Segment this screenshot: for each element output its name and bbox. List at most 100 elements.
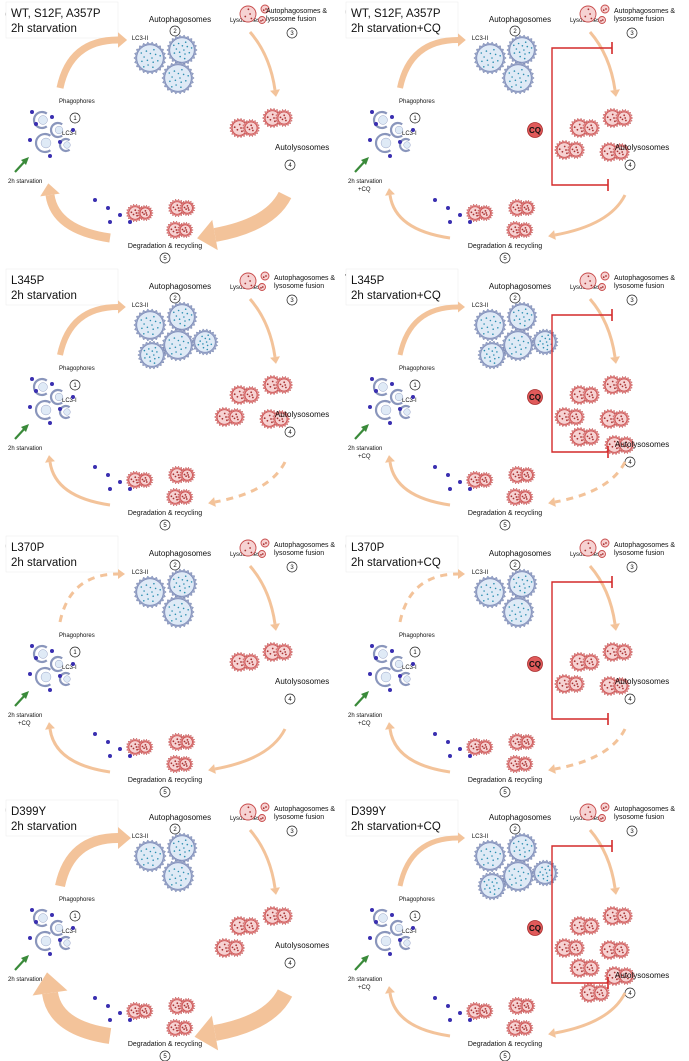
- cargo-dot: [175, 582, 178, 584]
- cargo-dot: [573, 417, 576, 420]
- cargo-dot: [274, 120, 276, 123]
- lysosome-icon: [258, 16, 266, 24]
- cargo-dot: [146, 593, 149, 596]
- cargo-dot: [615, 444, 617, 446]
- cargo-dot: [171, 874, 173, 876]
- cargo-dot: [183, 1004, 186, 1007]
- cargo-dot: [178, 476, 181, 479]
- degradation-label: Degradation & recycling: [128, 510, 202, 517]
- cargo-dot: [509, 80, 511, 83]
- cargo-dot: [181, 762, 184, 765]
- cargo-dot: [485, 1010, 488, 1012]
- starvation-arrowhead: [361, 691, 369, 699]
- cargo-dot: [511, 76, 513, 78]
- arrow-phagophore-to-autophagosome: [57, 304, 119, 356]
- cargo-dot: [250, 658, 253, 661]
- cargo-dot: [271, 380, 274, 383]
- cargo-dot: [190, 314, 193, 316]
- step-number-label: 2: [513, 827, 517, 833]
- step-number-5: 5: [499, 519, 511, 531]
- cargo-dot: [186, 1003, 189, 1005]
- step-number-4: 4: [284, 426, 296, 438]
- lc3-ii-label: LC3-II: [472, 303, 489, 309]
- lysosome-dot: [600, 287, 602, 289]
- cargo-dot: [517, 576, 520, 579]
- cargo-dot: [210, 343, 213, 346]
- cargo-dot: [513, 311, 515, 314]
- autolysosome-icon: [505, 487, 534, 507]
- cargo-dot: [485, 481, 488, 483]
- lysosome-dot: [584, 282, 587, 285]
- step-circle: [626, 294, 638, 306]
- cargo-dot: [487, 598, 489, 600]
- cargo-dot: [621, 151, 624, 153]
- cargo-dot: [179, 322, 181, 325]
- step-number-4: 4: [284, 693, 296, 705]
- condition-frame: [5, 1, 119, 39]
- cargo-dot: [613, 117, 615, 119]
- cargo-dot: [146, 326, 149, 329]
- step-number-label: 4: [628, 991, 632, 997]
- lc3-dot: [411, 662, 415, 666]
- lc3-dot: [30, 644, 34, 648]
- autophagosome-lumen: [480, 874, 504, 898]
- cargo-dot: [521, 228, 524, 231]
- cargo-dot: [190, 581, 193, 583]
- cargo-dot: [184, 53, 186, 55]
- cargo-dot: [527, 1007, 530, 1009]
- cargo-dot: [171, 884, 173, 886]
- phagophore-membrane: [34, 666, 52, 688]
- cargo-dot: [151, 855, 153, 857]
- cargo-dot: [132, 747, 135, 750]
- cargo-dot: [616, 684, 619, 687]
- cargo-dot: [608, 147, 611, 150]
- starvation-label-line-2: +CQ: [18, 721, 31, 727]
- phagophore-membrane: [58, 935, 71, 951]
- cargo-dot: [515, 84, 517, 86]
- lc3-dot: [118, 480, 122, 484]
- lysosome-dot: [605, 8, 607, 10]
- cargo-dot: [516, 1029, 518, 1032]
- cargo-dot: [173, 319, 176, 321]
- cargo-dot: [527, 1005, 530, 1007]
- panel-d: dD399Y2h starvationAutophagosomes2LC3-II…: [5, 799, 335, 1061]
- step-circle: [169, 292, 181, 304]
- cargo-dot: [177, 474, 180, 476]
- cargo-dot: [494, 346, 497, 349]
- cargo-dot: [513, 52, 516, 54]
- lysosome-dot: [249, 547, 252, 549]
- step-number-label: 2: [173, 827, 177, 833]
- lysosome-membrane: [260, 538, 270, 548]
- cargo-dot: [515, 48, 518, 50]
- autolysosomes-label: Autolysosomes: [615, 971, 669, 980]
- phagophore-icon: [374, 930, 392, 952]
- autophagosome-icon: [191, 328, 219, 356]
- step-number-5: 5: [499, 786, 511, 798]
- cargo-dot: [250, 124, 253, 127]
- cargo-dot: [606, 116, 609, 119]
- cargo-dot: [151, 57, 153, 59]
- cargo-dot: [201, 335, 203, 338]
- cargo-dot: [625, 441, 628, 444]
- autophagosome-icon: [161, 328, 195, 362]
- autolysosome-lumen: [584, 121, 598, 135]
- step-number-label: 4: [288, 697, 292, 703]
- autophagosome-icon: [506, 568, 538, 600]
- cargo-dot: [486, 593, 489, 596]
- autolysosome-icon: [554, 139, 586, 161]
- cargo-dot: [511, 353, 513, 355]
- cargo-dot: [241, 130, 243, 133]
- cargo-dot: [583, 991, 586, 994]
- step-circle: [624, 693, 636, 705]
- cargo-dot: [527, 75, 529, 77]
- phagophore-lumen: [54, 923, 64, 933]
- autolysosome-lumen: [229, 410, 243, 424]
- cargo-dot: [517, 1005, 520, 1007]
- phagophore-icon: [389, 919, 404, 937]
- autolysosome-icon: [554, 937, 586, 959]
- lc3-dot: [34, 656, 38, 660]
- autolysosome-lumen: [569, 143, 583, 157]
- cargo-dot: [499, 589, 501, 591]
